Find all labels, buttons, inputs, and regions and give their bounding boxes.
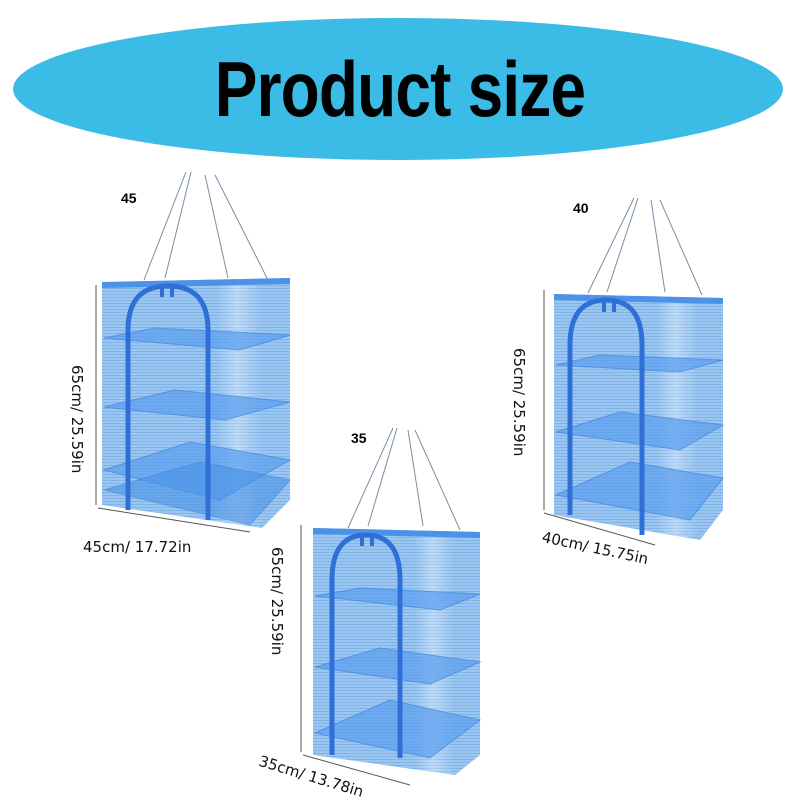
page-title: Product size [214,44,586,133]
width-dimension-45: 45cm/ 17.72in [83,538,192,556]
size-label-35: 35 [351,430,367,446]
height-dimension-40: 65cm/ 25.59in [510,348,528,457]
rack-45 [95,171,292,533]
rack-35 [300,427,482,786]
rack-40 [543,197,725,546]
height-dimension-35: 65cm/ 25.59in [268,547,286,656]
height-dimension-45: 65cm/ 25.59in [68,365,86,474]
title-banner [13,18,783,160]
size-label-40: 40 [573,200,589,216]
size-label-45: 45 [121,190,137,206]
